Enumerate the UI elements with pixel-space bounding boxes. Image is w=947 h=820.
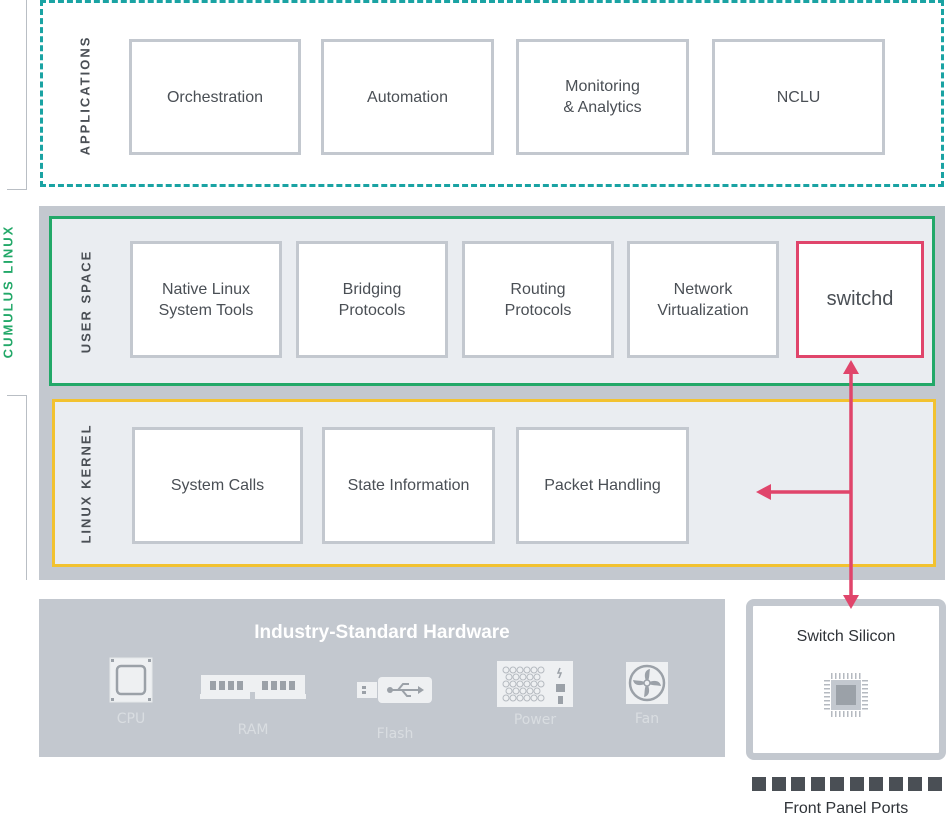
app-box-monitoring: Monitoring & Analytics	[516, 39, 689, 155]
port	[791, 777, 806, 791]
fan-icon	[626, 662, 668, 704]
kernel-box-state-information: State Information	[322, 427, 495, 544]
applications-label: APPLICATIONS	[77, 35, 93, 156]
cpu-icon	[109, 657, 153, 703]
front-panel-label: Front Panel Ports	[783, 800, 909, 817]
hardware-cpu-label: CPU	[116, 711, 146, 727]
front-panel-ports	[752, 777, 942, 791]
userspace-box-routing: Routing Protocols	[462, 241, 614, 358]
port	[771, 777, 786, 791]
port	[927, 777, 942, 791]
switchd-box: switchd	[796, 241, 924, 358]
switch-silicon-label: Switch Silicon	[796, 628, 896, 645]
port	[810, 777, 825, 791]
linux-kernel-label: LINUX KERNEL	[78, 423, 94, 544]
app-box-nclu: NCLU	[712, 39, 885, 155]
cumulus-bracket-top	[7, 0, 27, 190]
port	[908, 777, 923, 791]
userspace-box-bridging: Bridging Protocols	[296, 241, 448, 358]
hardware-ram-label: RAM	[237, 722, 269, 738]
kernel-box-packet-handling: Packet Handling	[516, 427, 689, 544]
hardware-fan-label: Fan	[634, 711, 660, 727]
ram-icon	[200, 675, 306, 700]
userspace-box-native-linux: Native Linux System Tools	[130, 241, 282, 358]
hardware-title: Industry-Standard Hardware	[254, 622, 510, 643]
usb-flash-icon	[357, 677, 432, 703]
hardware-power-label: Power	[513, 712, 557, 728]
port	[869, 777, 884, 791]
kernel-box-system-calls: System Calls	[132, 427, 303, 544]
userspace-box-network-virtualization: Network Virtualization	[627, 241, 779, 358]
port	[888, 777, 903, 791]
port	[752, 777, 766, 791]
cumulus-linux-label: CUMULUS LINUX	[0, 224, 16, 359]
port	[830, 777, 845, 791]
port	[849, 777, 864, 791]
hardware-flash-label: Flash	[376, 726, 414, 742]
hardware-ram: RAM	[198, 672, 308, 738]
hardware-fan: Fan	[622, 661, 672, 727]
power-supply-icon	[497, 661, 573, 707]
hardware-cpu: CPU	[105, 657, 157, 727]
applications-layer	[40, 0, 944, 187]
hardware-flash: Flash	[355, 676, 435, 742]
app-box-orchestration: Orchestration	[129, 39, 301, 155]
app-box-automation: Automation	[321, 39, 494, 155]
chip-icon	[824, 673, 868, 717]
hardware-power: Power	[495, 660, 575, 728]
cumulus-bracket-bottom	[7, 395, 27, 580]
user-space-label: USER SPACE	[78, 249, 94, 354]
